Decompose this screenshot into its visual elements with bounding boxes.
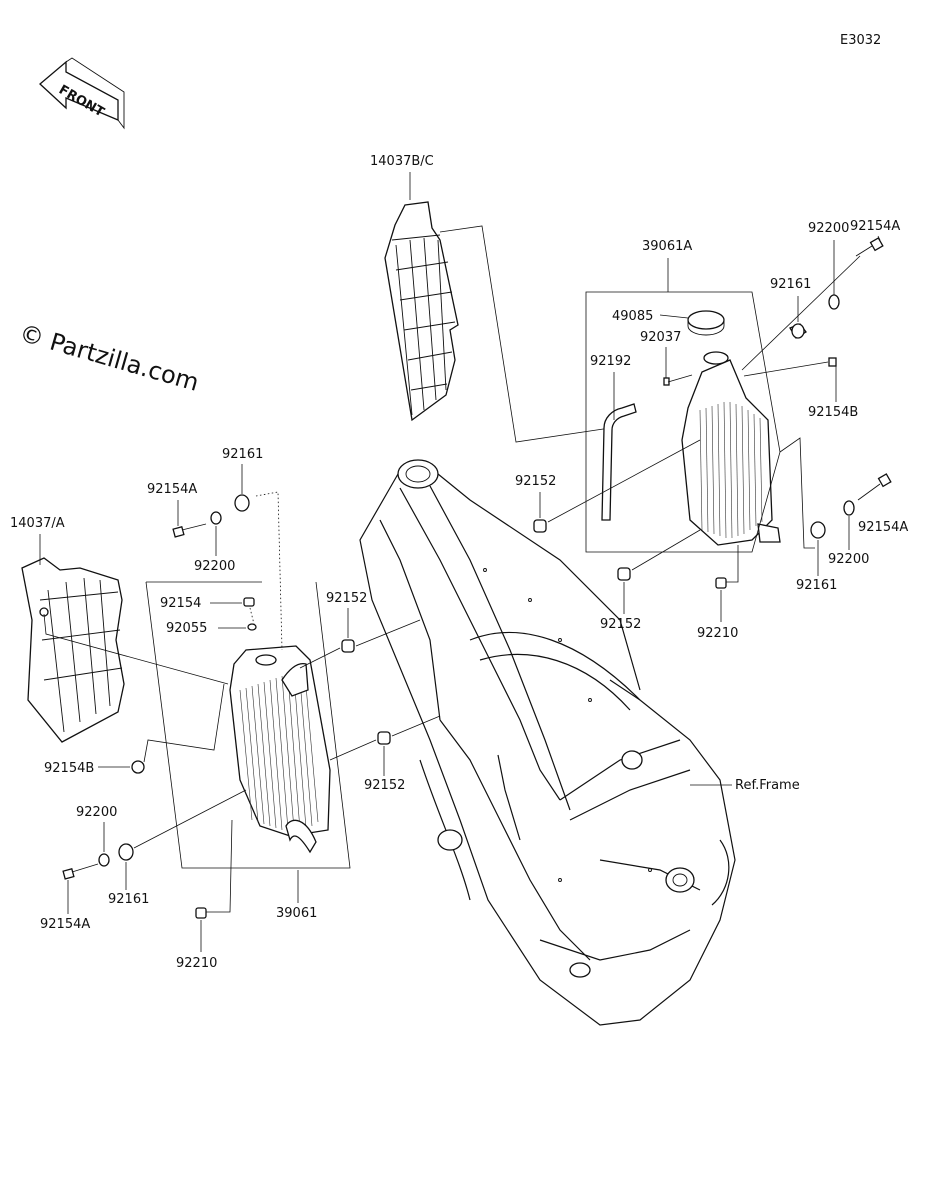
label-14037bc[interactable]: 14037B/C — [370, 154, 434, 169]
label-92200-top-right[interactable]: 92200 — [808, 221, 849, 236]
label-92192[interactable]: 92192 — [590, 354, 631, 369]
label-ref-frame[interactable]: Ref.Frame — [735, 778, 800, 793]
label-14037a[interactable]: 14037/A — [10, 516, 65, 531]
label-92200-right[interactable]: 92200 — [828, 552, 869, 567]
bolt-92154a-bottom-left[interactable] — [62, 863, 99, 880]
oring-92055[interactable] — [247, 623, 257, 631]
collar-92152-left-lower[interactable] — [377, 731, 391, 745]
radiator-shroud-left[interactable] — [21, 557, 125, 743]
label-92154a-right[interactable]: 92154A — [858, 520, 908, 535]
washer-92200-left[interactable] — [210, 511, 222, 525]
label-92154a-top-right[interactable]: 92154A — [850, 219, 900, 234]
grommet-92161-top-right[interactable] — [789, 323, 807, 339]
bolt-92210-left[interactable] — [195, 907, 207, 919]
grommet-92161-left[interactable] — [234, 494, 250, 512]
front-arrow-icon: FRONT — [39, 57, 125, 130]
label-92152-left-upper[interactable]: 92152 — [326, 591, 367, 606]
washer-92200-top-right[interactable] — [828, 294, 840, 310]
grommet-92161-right[interactable] — [810, 521, 826, 539]
label-39061a[interactable]: 39061A — [642, 239, 692, 254]
label-92154[interactable]: 92154 — [160, 596, 201, 611]
collar-92152-middle[interactable] — [533, 519, 547, 533]
label-92154b-right[interactable]: 92154B — [808, 405, 858, 420]
label-92161-top-right[interactable]: 92161 — [770, 277, 811, 292]
breather-tube[interactable] — [601, 403, 637, 521]
label-49085[interactable]: 49085 — [612, 309, 653, 324]
label-92154a-bottom-left[interactable]: 92154A — [40, 917, 90, 932]
label-92152-left-lower[interactable]: 92152 — [364, 778, 405, 793]
label-92055[interactable]: 92055 — [166, 621, 207, 636]
washer-92200-right[interactable] — [843, 500, 855, 516]
label-92161-left[interactable]: 92161 — [222, 447, 263, 462]
grommet-92161-bottom-left[interactable] — [118, 843, 134, 861]
label-92210-left[interactable]: 92210 — [176, 956, 217, 971]
diagram-code: E3032 — [840, 33, 881, 48]
washer-92200-bottom-left[interactable] — [98, 853, 110, 867]
label-92200-left[interactable]: 92200 — [194, 559, 235, 574]
label-92161-right[interactable]: 92161 — [796, 578, 837, 593]
watermark: © Partzilla.com — [16, 319, 202, 397]
label-39061[interactable]: 39061 — [276, 906, 317, 921]
label-92152-middle[interactable]: 92152 — [515, 474, 556, 489]
label-92210-right[interactable]: 92210 — [697, 626, 738, 641]
radiator-cap[interactable] — [687, 310, 725, 336]
collar-92152-right[interactable] — [617, 567, 631, 581]
bolt-92154a-top-right[interactable] — [855, 237, 884, 257]
label-92161-bottom-left[interactable]: 92161 — [108, 892, 149, 907]
drain-bolt-92154[interactable] — [243, 597, 255, 607]
bolt-92154b-left[interactable] — [131, 760, 145, 774]
label-92154a-left[interactable]: 92154A — [147, 482, 197, 497]
bolt-92154a-right[interactable] — [857, 473, 892, 501]
clamp-92037[interactable] — [663, 377, 670, 386]
label-92200-bottom-left[interactable]: 92200 — [76, 805, 117, 820]
bolt-92210-right[interactable] — [715, 577, 727, 589]
radiator-left[interactable] — [229, 645, 331, 854]
frame — [359, 459, 736, 1026]
bolt-92154b-right[interactable] — [828, 357, 837, 367]
collar-92152-left-upper[interactable] — [341, 639, 355, 653]
bolt-92154a-left[interactable] — [172, 523, 207, 538]
label-92154b-left[interactable]: 92154B — [44, 761, 94, 776]
radiator-right[interactable] — [681, 351, 781, 546]
label-92037[interactable]: 92037 — [640, 330, 681, 345]
radiator-shroud-right[interactable] — [384, 201, 459, 422]
